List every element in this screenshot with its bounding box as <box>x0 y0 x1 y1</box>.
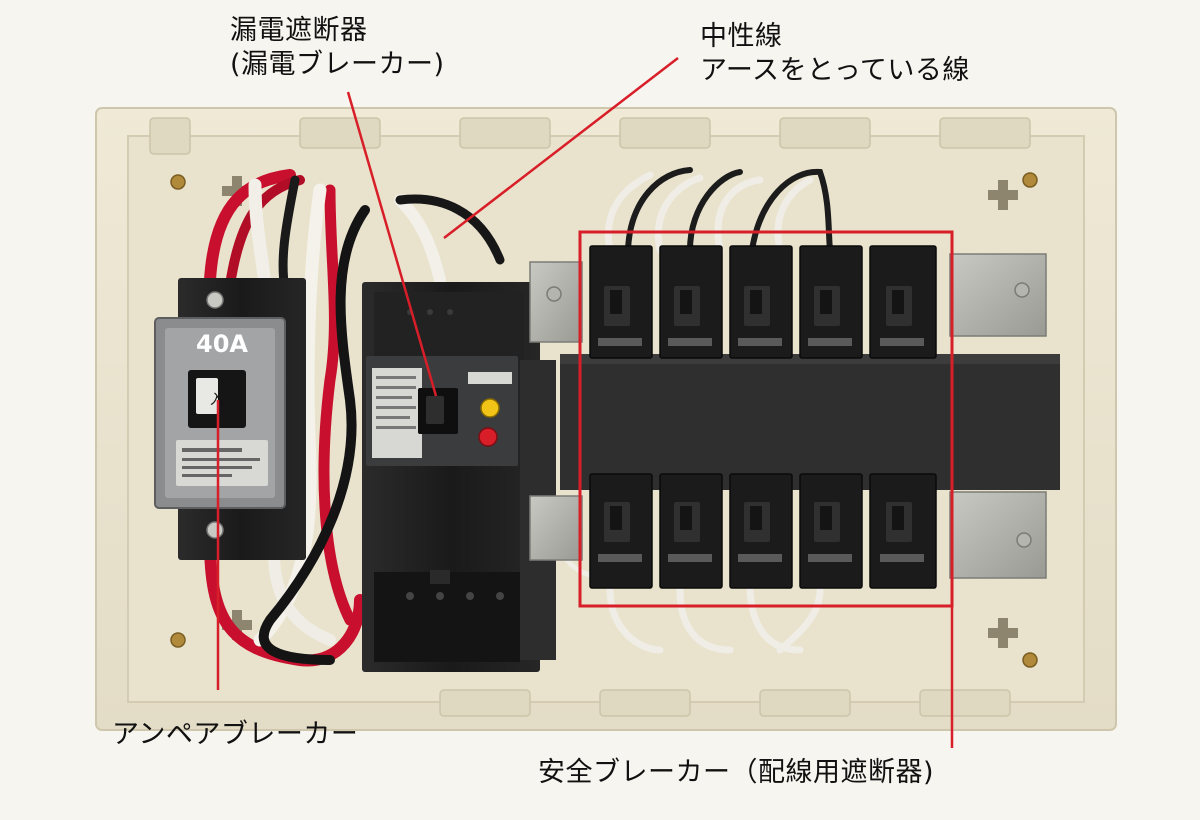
label-rcd-line1: 漏電遮断器 <box>230 15 368 46</box>
earth-leakage-breaker <box>362 282 556 672</box>
mounting-bracket <box>529 253 1047 579</box>
branch-breaker <box>729 473 793 589</box>
branch-breakers-top <box>589 245 937 359</box>
callout-line-rcd <box>346 91 438 397</box>
branch-breaker <box>869 245 937 359</box>
ampere-rating-text: 40A <box>196 330 248 358</box>
callout-overlays <box>216 57 954 748</box>
ampere-breaker: 40A 入 <box>154 278 306 560</box>
busbar-cover <box>560 354 1060 490</box>
screw-icon <box>170 172 1038 668</box>
branch-breaker <box>799 245 863 359</box>
label-ampere-breaker: アンペアブレーカー <box>112 719 359 750</box>
branch-breakers-bottom <box>589 473 937 589</box>
label-neutral-line1: 中性線 <box>700 21 783 52</box>
callout-line-neutral <box>443 57 679 239</box>
branch-breaker <box>589 473 653 589</box>
branch-breaker <box>799 473 863 589</box>
label-earth-leakage-breaker: 漏電遮断器 (漏電ブレーカー) <box>230 14 445 82</box>
label-neutral-wire: 中性線 アースをとっている線 <box>700 20 970 88</box>
label-rcd-line2: (漏電ブレーカー) <box>230 49 445 80</box>
branch-breaker <box>659 245 723 359</box>
branch-breaker <box>729 245 793 359</box>
branch-breaker <box>869 473 937 589</box>
branch-breaker <box>589 245 653 359</box>
label-safety-breaker: 安全ブレーカー（配線用遮断器) <box>538 757 935 788</box>
wiring <box>204 167 833 667</box>
label-neutral-line2: アースをとっている線 <box>700 55 970 86</box>
branch-breaker <box>659 473 723 589</box>
safety-breaker-highlight-box <box>578 230 954 608</box>
